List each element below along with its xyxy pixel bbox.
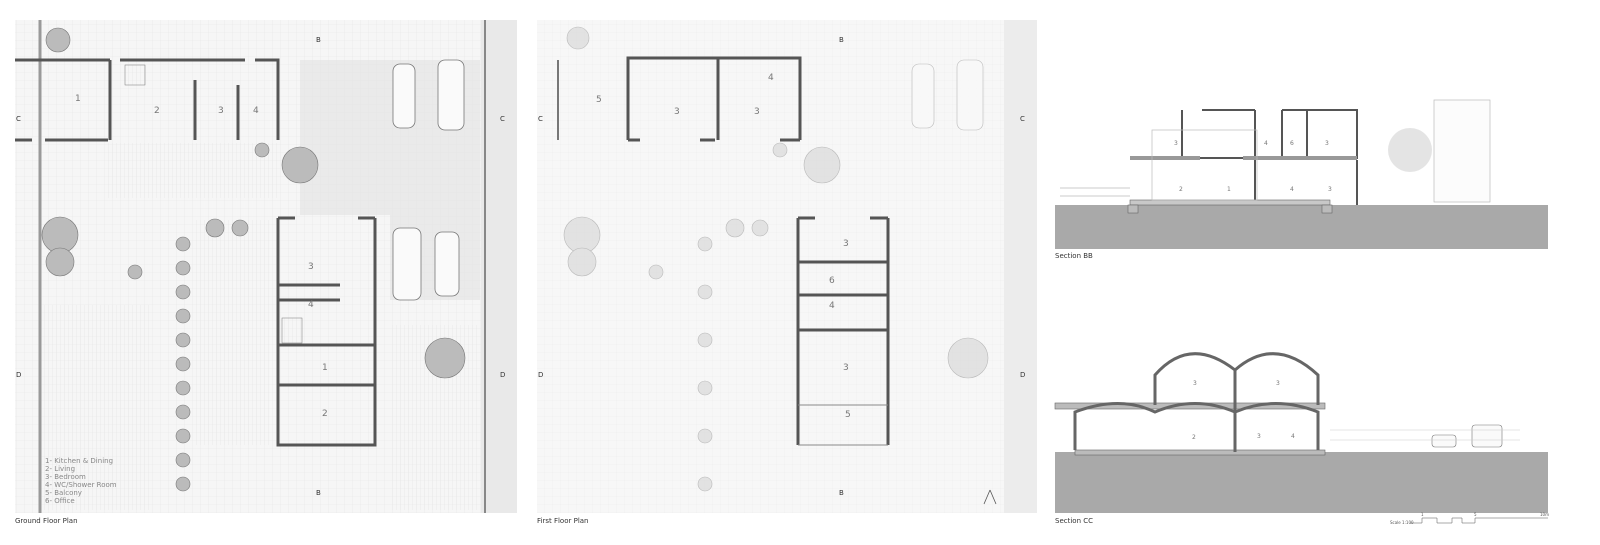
section-marker-c: C <box>16 115 21 123</box>
scale-tick: 10m <box>1540 512 1549 517</box>
room-label: 3 <box>1276 380 1280 387</box>
north-arrow-icon <box>983 489 997 505</box>
room-label: 1 <box>1227 186 1231 193</box>
room-label: 3 <box>843 239 849 249</box>
trees <box>41 27 466 492</box>
cars <box>392 59 465 301</box>
section-marker-c: C <box>538 115 543 123</box>
room-label: 2 <box>1179 186 1183 193</box>
legend-item: 6- Office <box>45 497 75 505</box>
room-label: 3 <box>843 363 849 373</box>
room-label: 2 <box>322 409 328 419</box>
room-label: 4 <box>253 106 259 116</box>
legend-item: 2- Living <box>45 465 76 473</box>
first-floor-caption: First Floor Plan <box>537 517 589 525</box>
room-label: 3 <box>754 107 760 117</box>
tree <box>1388 128 1432 172</box>
room-label: 2 <box>1192 434 1196 441</box>
legend-item: 1- Kitchen & Dining <box>45 457 114 465</box>
room-label: 4 <box>1291 433 1295 440</box>
room-label: 5 <box>596 95 602 105</box>
room-label: 5 <box>845 410 851 420</box>
section-marker-d: D <box>500 371 505 379</box>
room-label: 3 <box>1257 433 1261 440</box>
room-label: 3 <box>308 262 314 272</box>
room-label: 6 <box>1290 140 1294 147</box>
ground-floor-plan: 1 2 3 4 3 4 1 2 B B C C D D <box>15 20 517 513</box>
legend-item: 3- Bedroom <box>45 473 86 481</box>
scale-tick: 1 <box>1421 512 1424 517</box>
section-bb-caption: Section BB <box>1055 252 1093 260</box>
room-numbers: 1 2 3 4 3 4 1 2 <box>75 94 328 419</box>
section-marker-d: D <box>16 371 21 379</box>
room-label: 4 <box>308 300 314 310</box>
first-floor-plan: 5 3 3 4 3 6 4 3 5 B B C C D D <box>537 20 1037 513</box>
section-cc-caption: Section CC <box>1055 517 1094 525</box>
ground-floor-caption: Ground Floor Plan <box>15 517 78 525</box>
section-marker-b: B <box>839 489 844 497</box>
bottom-house-walls <box>276 216 377 447</box>
room-label: 4 <box>829 301 835 311</box>
room-label: 6 <box>829 276 835 286</box>
room-legend: 1- Kitchen & Dining 2- Living 3- Bedroom… <box>45 457 117 505</box>
scale-tick: 5 <box>1474 512 1477 517</box>
room-label: 1 <box>322 363 328 373</box>
section-marker-b: B <box>316 489 321 497</box>
scale-label: Scale 1:100 <box>1390 520 1414 525</box>
legend-item: 5- Balcony <box>45 489 82 497</box>
room-label: 4 <box>1264 140 1268 147</box>
top-house-walls <box>15 58 280 142</box>
legend-item: 4- WC/Shower Room <box>45 481 117 489</box>
room-label: 4 <box>768 73 774 83</box>
section-marker-b: B <box>316 36 321 44</box>
room-label: 3 <box>218 106 224 116</box>
room-label: 3 <box>1174 140 1178 147</box>
room-label: 3 <box>674 107 680 117</box>
section-marker-c: C <box>1020 115 1025 123</box>
scale-bar: Scale 1:100 1 5 10m <box>1390 512 1549 525</box>
room-label: 3 <box>1193 380 1197 387</box>
section-marker-d: D <box>538 371 543 379</box>
room-label: 3 <box>1325 140 1329 147</box>
section-cc: 3 3 2 3 4 <box>1054 352 1548 513</box>
room-label: 4 <box>1290 186 1294 193</box>
room-label: 2 <box>154 106 160 116</box>
room-label: 1 <box>75 94 81 104</box>
section-bb: 3 4 6 3 2 1 4 3 <box>1055 99 1548 249</box>
section-marker-b: B <box>839 36 844 44</box>
section-marker-c: C <box>500 115 505 123</box>
section-marker-d: D <box>1020 371 1025 379</box>
room-label: 3 <box>1328 186 1332 193</box>
